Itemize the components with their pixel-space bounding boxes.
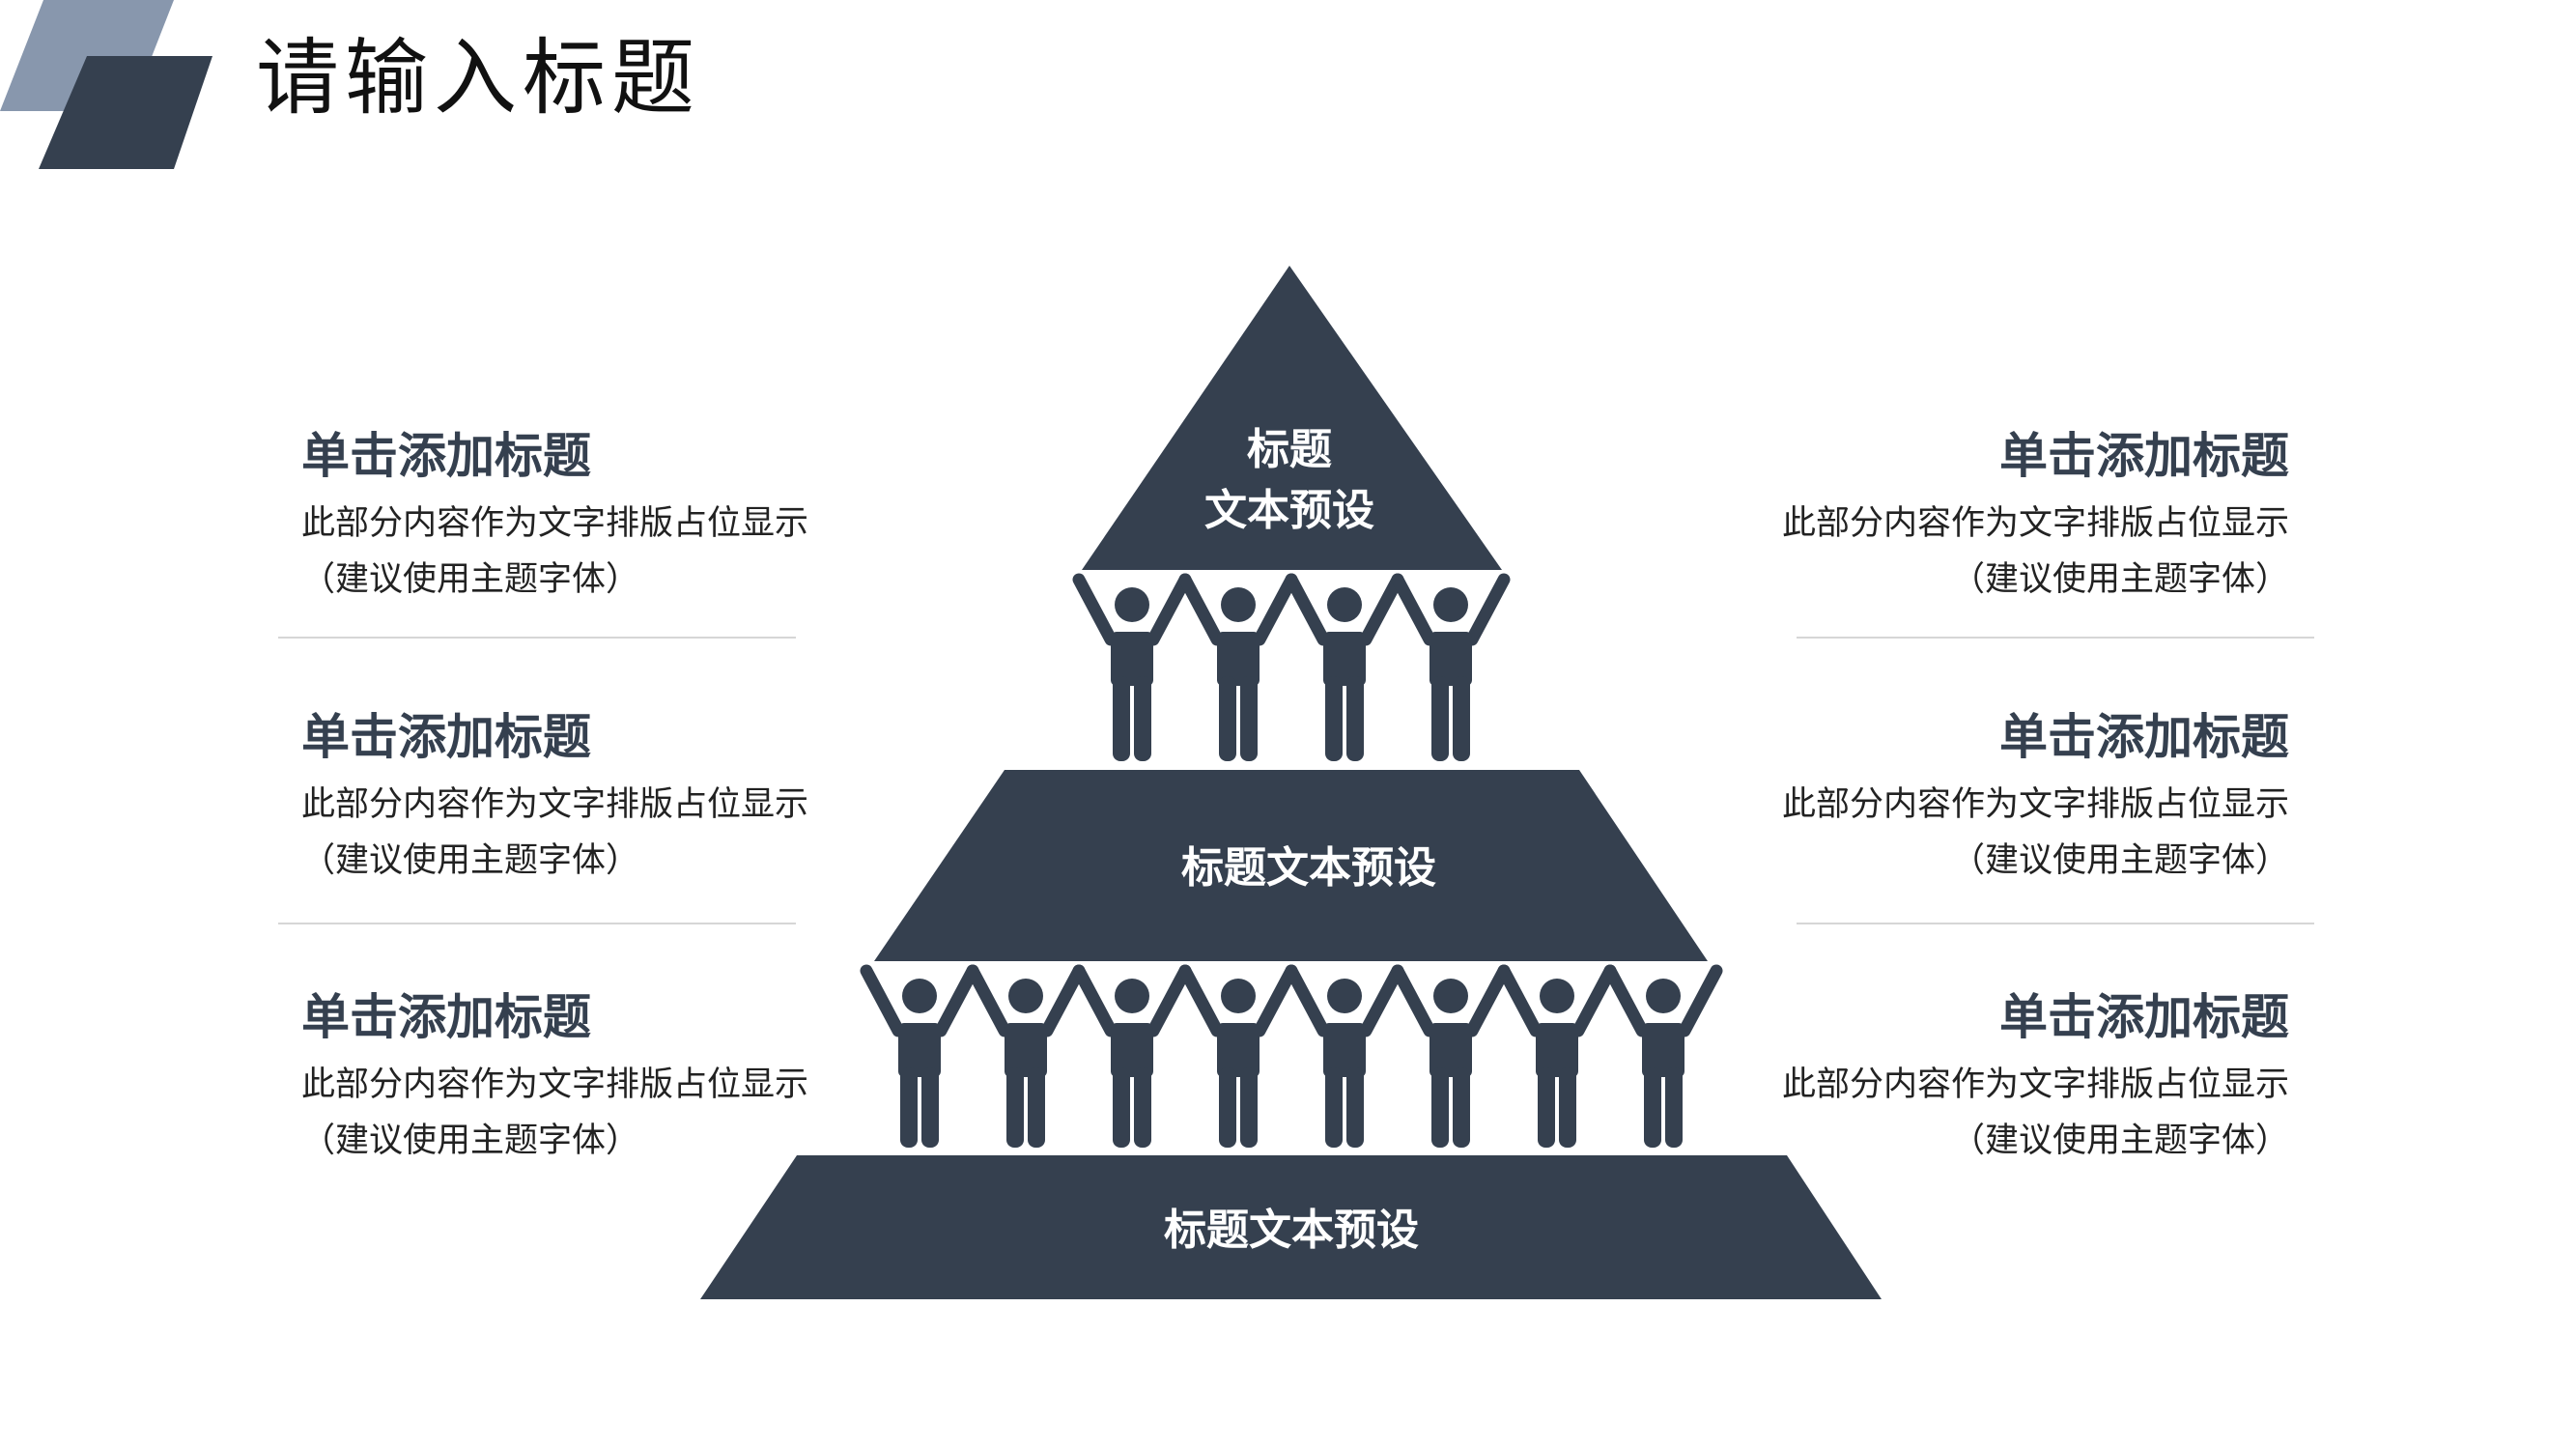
right-item-desc-note: （建议使用主题字体）	[1950, 841, 2289, 880]
person-icon	[1178, 573, 1298, 761]
corner-decoration	[0, 0, 212, 169]
left-item-desc-note: （建议使用主题字体）	[301, 1122, 640, 1160]
left-item-desc-note: （建议使用主题字体）	[301, 560, 640, 599]
right-item-desc: 此部分内容作为文字排版占位显示	[1781, 785, 2289, 824]
person-icon	[1178, 964, 1298, 1148]
right-divider-2	[1797, 923, 2314, 924]
page-title: 请输入标题	[256, 30, 700, 127]
person-icon	[1285, 573, 1404, 761]
left-item-2: 单击添加标题 此部分内容作为文字排版占位显示 （建议使用主题字体）	[301, 713, 808, 889]
person-icon	[1391, 573, 1511, 761]
left-item-3: 单击添加标题 此部分内容作为文字排版占位显示 （建议使用主题字体）	[301, 993, 808, 1169]
person-icon	[860, 964, 979, 1148]
right-item-title[interactable]: 单击添加标题	[1999, 989, 2289, 1045]
person-icon	[1072, 964, 1192, 1148]
left-item-desc: 此部分内容作为文字排版占位显示	[301, 504, 809, 543]
left-item-desc: 此部分内容作为文字排版占位显示	[301, 785, 809, 824]
right-item-3: 单击添加标题 此部分内容作为文字排版占位显示 （建议使用主题字体）	[1719, 993, 2289, 1169]
pyramid-bottom-trapezoid	[700, 1155, 1882, 1299]
right-item-desc-note: （建议使用主题字体）	[1950, 560, 2289, 599]
pyramid-top-label-line1: 标题	[1247, 425, 1332, 474]
left-item-desc: 此部分内容作为文字排版占位显示	[301, 1065, 809, 1104]
right-divider-1	[1797, 637, 2314, 639]
left-item-desc-note: （建议使用主题字体）	[301, 841, 640, 880]
person-icon	[966, 964, 1086, 1148]
person-icon	[1391, 964, 1511, 1148]
corner-parallelogram-dark	[39, 56, 212, 169]
right-item-2: 单击添加标题 此部分内容作为文字排版占位显示 （建议使用主题字体）	[1719, 713, 2289, 889]
left-item-title[interactable]: 单击添加标题	[301, 989, 591, 1045]
pyramid-middle-label: 标题文本预设	[1181, 843, 1436, 893]
right-item-title[interactable]: 单击添加标题	[1999, 428, 2289, 484]
left-divider-2	[278, 923, 796, 924]
upper-people-row	[1072, 573, 1511, 761]
pyramid-middle-trapezoid	[874, 770, 1708, 961]
person-icon	[1072, 573, 1192, 761]
right-item-desc-note: （建议使用主题字体）	[1950, 1122, 2289, 1160]
lower-people-row	[860, 964, 1723, 1148]
left-item-title[interactable]: 单击添加标题	[301, 709, 591, 765]
person-icon	[1285, 964, 1404, 1148]
pyramid-top-triangle	[1082, 266, 1502, 570]
right-item-1: 单击添加标题 此部分内容作为文字排版占位显示 （建议使用主题字体）	[1719, 432, 2289, 608]
person-icon	[1497, 964, 1617, 1148]
person-icon	[1603, 964, 1723, 1148]
left-item-1: 单击添加标题 此部分内容作为文字排版占位显示 （建议使用主题字体）	[301, 432, 808, 608]
right-item-title[interactable]: 单击添加标题	[1999, 709, 2289, 765]
left-item-title[interactable]: 单击添加标题	[301, 428, 591, 484]
pyramid-bottom-label: 标题文本预设	[1164, 1206, 1419, 1255]
left-divider-1	[278, 637, 796, 639]
pyramid-top-label-line2: 文本预设	[1204, 486, 1374, 535]
right-item-desc: 此部分内容作为文字排版占位显示	[1781, 504, 2289, 543]
right-item-desc: 此部分内容作为文字排版占位显示	[1781, 1065, 2289, 1104]
